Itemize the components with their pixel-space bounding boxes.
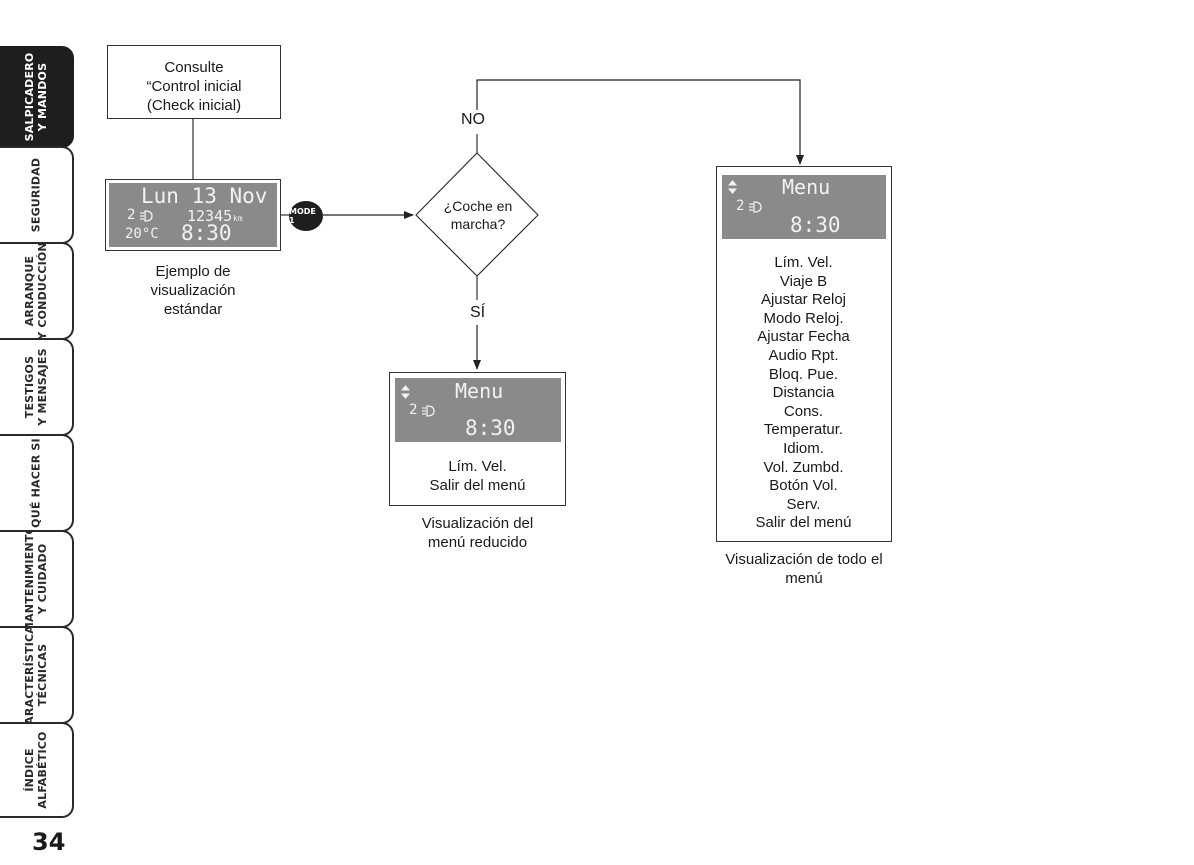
tab-label: ARRANQUE Y CONDUCCIÓN: [23, 242, 49, 340]
menu-item: Bloq. Pue.: [768, 365, 839, 383]
up-down-arrows-icon: [728, 180, 737, 194]
reduced-menu-items: Lím. Vel. Salir del menú: [390, 457, 565, 495]
lcd-time: 8:30: [181, 221, 232, 245]
lcd-gear: 2: [127, 207, 136, 223]
lcd-menu-title: Menu: [455, 379, 504, 403]
menu-item: Ajustar Fecha: [757, 328, 850, 346]
lcd-odometer: 12345: [187, 207, 233, 225]
standard-lcd-screen: Lun 13 Nov 2 12345 km 20°C 8:30: [109, 183, 277, 247]
menu-item: Salir del menú: [755, 514, 852, 532]
tab-caracteristicas-tecnicas[interactable]: CARACTERÍSTICAS TÉCNICAS: [0, 626, 74, 724]
lcd-time: 8:30: [465, 416, 516, 440]
standard-display-caption: Ejemplo de visualización estándar: [150, 263, 236, 318]
mode-button[interactable]: MODE 1: [289, 201, 323, 231]
yes-label: SÍ: [470, 304, 486, 321]
headlight-icon: [140, 210, 153, 222]
full-lcd-screen: Menu 2 8:30: [722, 175, 886, 239]
menu-item: Lím. Vel.: [448, 458, 507, 475]
menu-item: Salir del menú: [429, 477, 526, 494]
tab-que-hacer-si[interactable]: QUÉ HACER SI: [0, 434, 74, 532]
menu-item: Serv.: [786, 495, 821, 513]
tab-mantenimiento-y-cuidado[interactable]: MANTENIMIENTO Y CUIDADO: [0, 530, 74, 628]
tab-label: MANTENIMIENTO Y CUIDADO: [23, 530, 49, 628]
lcd-gear: 2: [409, 402, 418, 418]
lcd-odometer-unit: km: [233, 214, 243, 223]
tab-testigos-y-mensajes[interactable]: TESTIGOS Y MENSAJES: [0, 338, 74, 436]
reduced-menu-caption: Visualización del menú reducido: [421, 515, 534, 551]
tab-label: SEGURIDAD: [29, 157, 43, 233]
lcd-temperature: 20°C: [125, 226, 159, 242]
lcd-gear: 2: [736, 198, 745, 214]
tab-label: QUÉ HACER SI: [29, 438, 43, 528]
no-label: NO: [461, 111, 485, 128]
page-number: 34: [32, 828, 66, 856]
line-no-branch: [476, 79, 804, 165]
headlight-icon: [422, 405, 435, 417]
lcd-time: 8:30: [790, 213, 841, 237]
lcd-date: Lun 13 Nov: [141, 184, 268, 208]
menu-item: Ajustar Reloj: [760, 291, 847, 309]
consult-check-box: Consulte “Control inicial (Check inicial…: [107, 45, 281, 119]
tab-label: TESTIGOS Y MENSAJES: [23, 348, 49, 426]
reduced-lcd-screen: Menu 2 8:30: [395, 378, 561, 442]
menu-item: Audio Rpt.: [768, 346, 839, 364]
menu-item: Cons.: [783, 402, 824, 420]
menu-item: Viaje B: [779, 272, 828, 290]
up-down-arrows-icon: [401, 385, 410, 399]
menu-item: Modo Reloj.: [763, 309, 844, 327]
menu-item: Vol. Zumbd.: [763, 458, 844, 476]
tab-label: CARACTERÍSTICAS TÉCNICAS: [23, 626, 49, 724]
menu-item: Distancia: [772, 384, 835, 402]
headlight-icon: [749, 201, 762, 213]
tab-seguridad[interactable]: SEGURIDAD: [0, 146, 74, 244]
menu-item: Botón Vol.: [769, 477, 838, 495]
menu-item: Lím. Vel.: [774, 254, 833, 271]
tab-label: ÍNDICE ALFABÉTICO: [23, 731, 49, 809]
tab-label: SALPICADERO Y MANDOS: [23, 52, 49, 142]
menu-item: Idiom.: [783, 439, 824, 457]
decision-text: ¿Coche en marcha?: [443, 198, 513, 232]
tab-salpicadero-y-mandos[interactable]: SALPICADERO Y MANDOS: [0, 46, 74, 148]
full-menu-items: Lím. Vel. Viaje B Ajustar Reloj Modo Rel…: [716, 254, 891, 533]
tab-arranque-y-conduccion[interactable]: ARRANQUE Y CONDUCCIÓN: [0, 242, 74, 340]
full-menu-caption: Visualización de todo el menú: [725, 551, 883, 587]
lcd-menu-title: Menu: [782, 175, 831, 199]
full-menu-box: Menu 2 8:30: [716, 166, 892, 542]
menu-item: Temperatur.: [763, 421, 844, 439]
tab-indice-alfabetico[interactable]: ÍNDICE ALFABÉTICO: [0, 722, 74, 818]
reduced-menu-box: Menu 2 8:30 Lím. Vel. Salir del menú: [389, 372, 566, 506]
